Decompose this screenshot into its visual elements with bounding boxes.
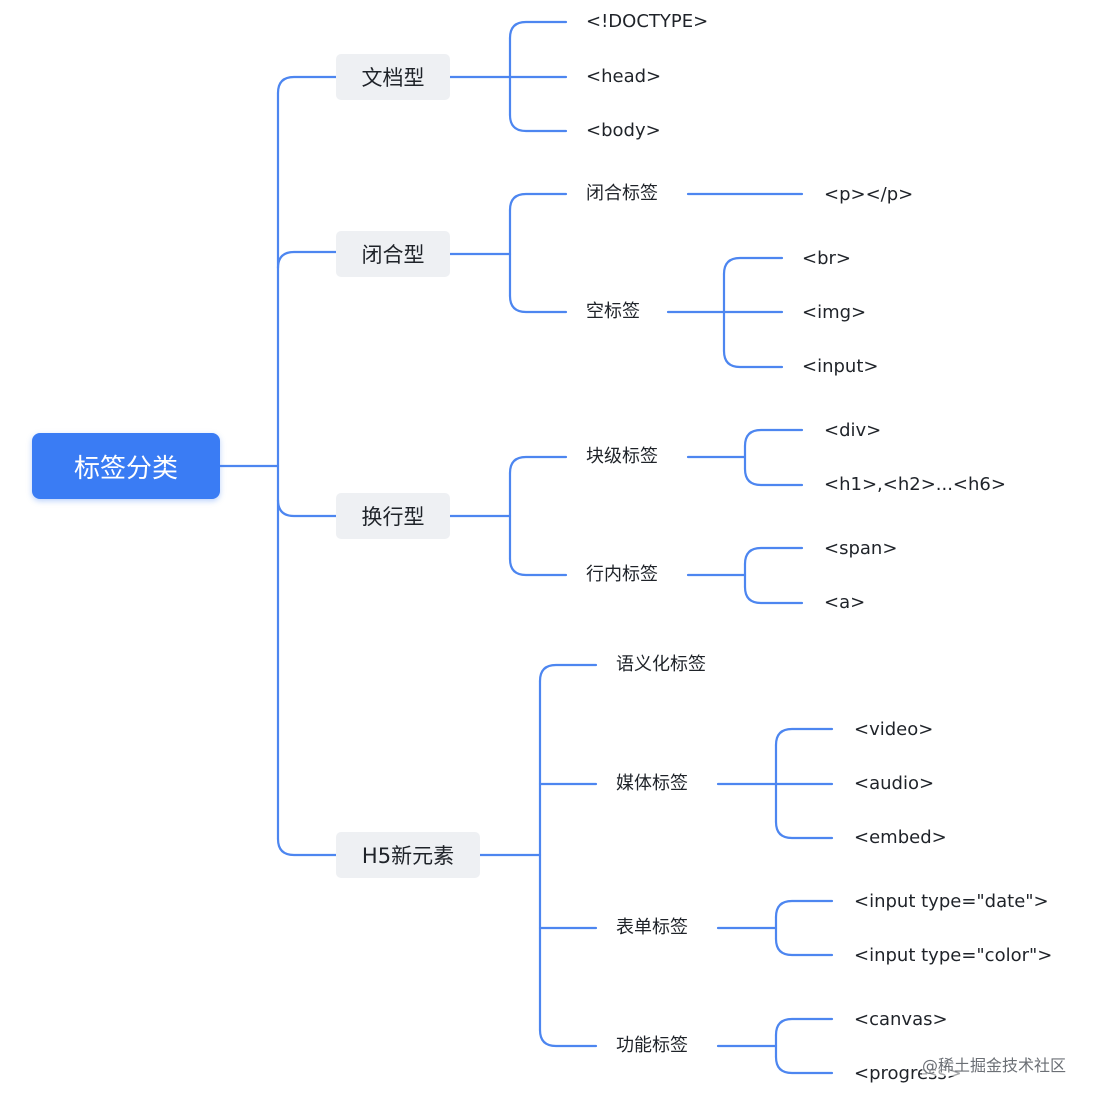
inline-item-a[interactable]: <a> (822, 592, 868, 614)
wrap-inline-node[interactable]: 行内标签 (584, 564, 660, 586)
category-closed-node[interactable]: 闭合型 (336, 231, 450, 277)
media-item-video[interactable]: <video> (852, 719, 936, 741)
func-item-canvas[interactable]: <canvas> (852, 1009, 950, 1031)
empty-item-input[interactable]: <input> (800, 356, 881, 378)
h5-semantic-node[interactable]: 语义化标签 (614, 654, 708, 676)
category-wrap-node[interactable]: 换行型 (336, 493, 450, 539)
closed-paired-example[interactable]: <p></p> (822, 184, 916, 206)
h5-media-node[interactable]: 媒体标签 (614, 773, 690, 795)
category-h5-node[interactable]: H5新元素 (336, 832, 480, 878)
doc-item-doctype[interactable]: <!DOCTYPE> (584, 11, 711, 33)
doc-item-head[interactable]: <head> (584, 66, 664, 88)
empty-item-img[interactable]: <img> (800, 302, 869, 324)
empty-item-br[interactable]: <br> (800, 248, 853, 270)
h5-func-node[interactable]: 功能标签 (614, 1035, 690, 1057)
media-item-audio[interactable]: <audio> (852, 773, 937, 795)
form-item-date[interactable]: <input type="date"> (852, 891, 1051, 913)
root-node[interactable]: 标签分类 (32, 433, 220, 499)
block-item-headings[interactable]: <h1>,<h2>...<h6> (822, 474, 1008, 496)
watermark: @稀土掘金技术社区 (921, 1052, 1066, 1076)
wrap-block-node[interactable]: 块级标签 (584, 446, 660, 468)
form-item-color[interactable]: <input type="color"> (852, 945, 1055, 967)
closed-empty-node[interactable]: 空标签 (584, 301, 642, 323)
h5-form-node[interactable]: 表单标签 (614, 917, 690, 939)
inline-item-span[interactable]: <span> (822, 538, 900, 560)
category-doc-node[interactable]: 文档型 (336, 54, 450, 100)
media-item-embed[interactable]: <embed> (852, 827, 949, 849)
block-item-div[interactable]: <div> (822, 420, 884, 442)
doc-item-body[interactable]: <body> (584, 120, 663, 142)
closed-paired-node[interactable]: 闭合标签 (584, 183, 660, 205)
